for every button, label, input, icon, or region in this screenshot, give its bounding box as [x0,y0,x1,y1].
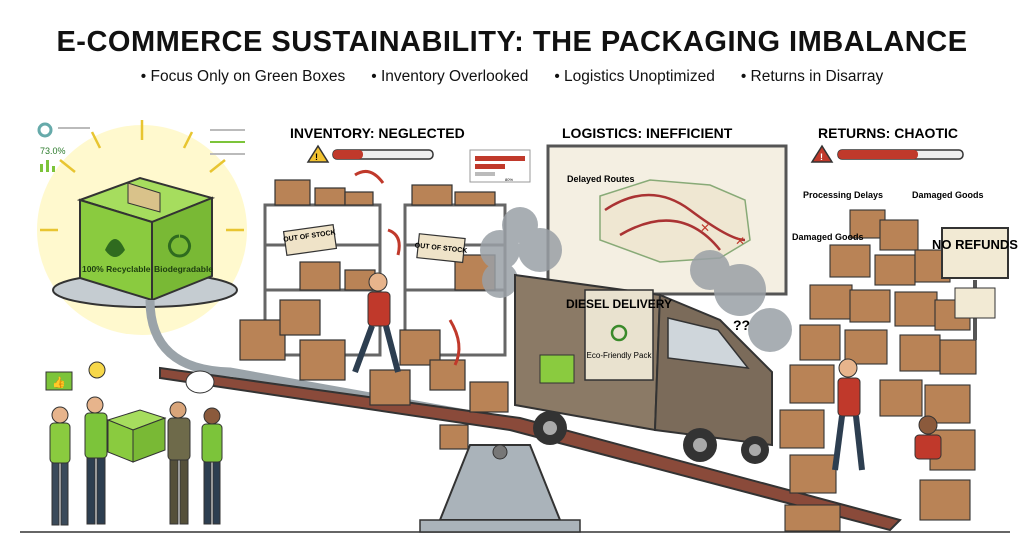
green-box-group: 100% Recyclable Biodegradable [37,120,247,335]
no-refunds-text: NO REFUNDS [932,237,1018,252]
bullet-logistics: Logistics Unoptimized [554,68,715,86]
inventory-heading: INVENTORY: NEGLECTED [290,125,465,141]
mini-bar-chart: 80% [469,149,531,183]
svg-text:!: ! [315,152,318,162]
damaged-goods-label-right: Damaged Goods [912,190,984,200]
no-refunds-sign: NO REFUNDS [932,227,1018,340]
processing-delays-label: Processing Delays [803,190,883,200]
biodegradable-label: Biodegradable [154,264,213,274]
svg-text:80%: 80% [505,177,513,182]
eco-team: 👍 [45,361,223,526]
diesel-truck: DIESEL DELIVERY Eco-Friendly Pack ?? [514,273,773,464]
balance-scale [145,299,902,533]
eco-pack-label: Eco-Friendly Pack [587,351,653,360]
confused-marks: ?? [733,317,750,333]
bullet-list: Focus Only on Green Boxes Inventory Over… [0,68,1024,86]
recyclable-label: 100% Recyclable [82,264,151,274]
logistics-section: LOGISTICS: INEFFICIENT Delayed Routes ✕ … [480,125,792,464]
svg-text:✕: ✕ [735,234,745,248]
page-title: E-COMMERCE SUSTAINABILITY: THE PACKAGING… [56,26,968,58]
svg-text:!: ! [820,152,823,162]
bullet-returns: Returns in Disarray [741,68,884,86]
inventory-section: INVENTORY: NEGLECTED ! OUT OF STOCK OUT [239,125,531,450]
returns-section: RETURNS: CHAOTIC ! Processing Delays Dam… [779,125,1018,532]
bullet-green-boxes: Focus Only on Green Boxes [141,68,346,86]
svg-text:✕: ✕ [700,221,710,235]
stressed-worker [352,272,401,374]
stats-widget: 73.0% [37,122,245,172]
truck-sign: DIESEL DELIVERY [566,297,672,311]
svg-text:👍: 👍 [52,376,66,389]
logistics-heading: LOGISTICS: INEFFICIENT [562,125,733,141]
returns-heading: RETURNS: CHAOTIC [818,125,958,141]
stat-value: 73.0% [40,146,66,156]
delayed-routes-label: Delayed Routes [567,174,635,184]
bullet-inventory: Inventory Overlooked [371,68,528,86]
damaged-goods-label-left: Damaged Goods [792,232,864,242]
overwhelmed-workers [832,358,942,471]
